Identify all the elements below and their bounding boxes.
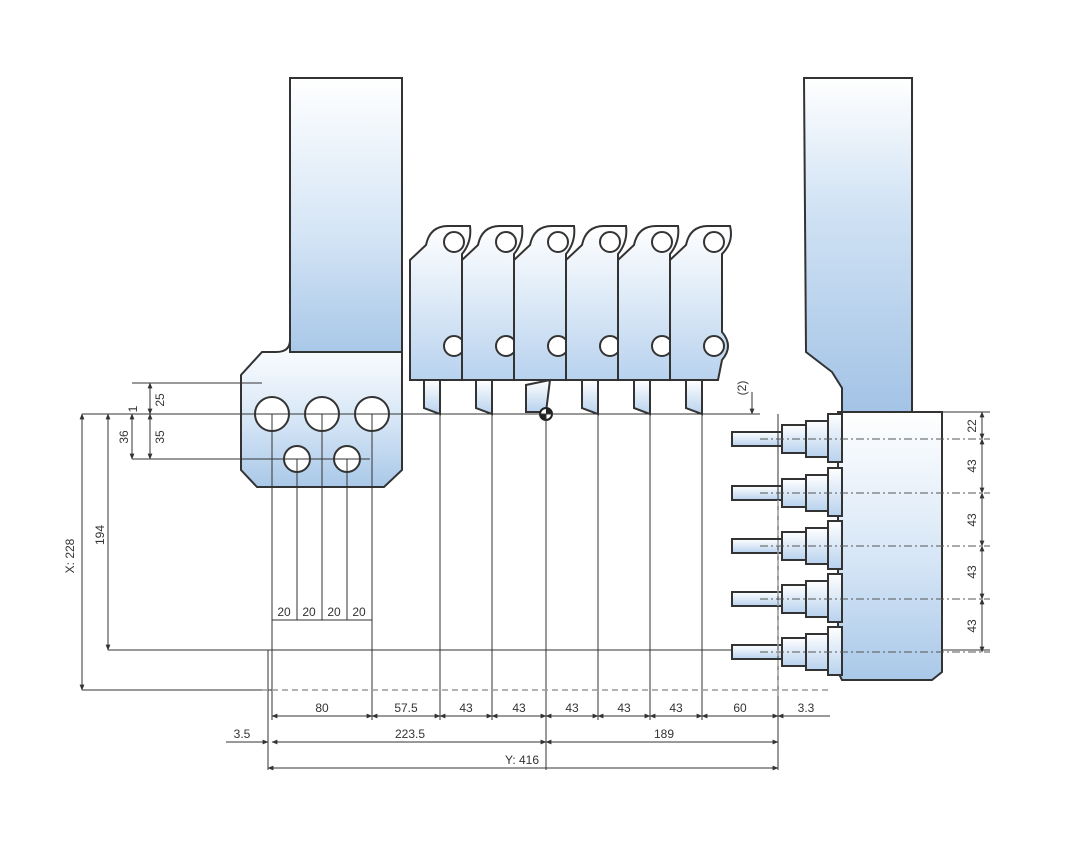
tool-plate	[669, 224, 732, 416]
tool-plate	[461, 224, 524, 416]
dim-label: 43	[669, 701, 683, 715]
dim-label: 20	[277, 605, 291, 619]
dim-label: 1	[126, 405, 140, 412]
dim-label: 43	[459, 701, 473, 715]
center-lines	[262, 438, 990, 700]
right-tool-holder	[802, 77, 943, 681]
dim-label: 20	[302, 605, 316, 619]
gang-tool-plates	[409, 224, 732, 416]
dim-label: 25	[153, 393, 167, 407]
dim-label: 194	[93, 525, 107, 545]
dim-label: 223.5	[395, 727, 425, 741]
tool-plate	[617, 224, 680, 416]
dim-label: 43	[565, 701, 579, 715]
dim-label: 20	[327, 605, 341, 619]
dim-label: 43	[965, 619, 979, 633]
tool-plate	[409, 224, 472, 416]
dim-label: X: 228	[63, 538, 77, 573]
dim-label: 3.3	[798, 701, 815, 715]
dim-label: 22	[965, 419, 979, 433]
boring-bar	[731, 520, 843, 570]
dimension-lines	[79, 382, 985, 771]
dim-label: 43	[965, 459, 979, 473]
tool-plate	[565, 224, 628, 416]
dim-label: Y: 416	[505, 753, 539, 767]
dim-label: 43	[965, 565, 979, 579]
left-tool-holder	[240, 77, 403, 488]
dim-label: 57.5	[394, 701, 418, 715]
dimension-labels: 1 25 36 35 X: 228 194 20 20 20 20 80 57.…	[63, 381, 979, 767]
dim-label: 80	[315, 701, 329, 715]
boring-bar	[731, 467, 843, 517]
dim-label: 43	[965, 513, 979, 527]
dim-label: (2)	[735, 381, 749, 396]
boring-bar	[731, 573, 843, 623]
boring-bar-holders	[731, 413, 843, 676]
dim-label: 3.5	[234, 727, 251, 741]
boring-bar	[731, 413, 843, 463]
dim-label: 60	[733, 701, 747, 715]
dim-label: 20	[352, 605, 366, 619]
dim-label: 43	[512, 701, 526, 715]
dim-label: 189	[654, 727, 674, 741]
dim-label: 35	[153, 430, 167, 444]
tool-plate	[513, 224, 576, 413]
dim-label: 43	[617, 701, 631, 715]
extension-lines	[82, 382, 990, 770]
boring-bar	[731, 626, 843, 676]
dim-label: 36	[117, 430, 131, 444]
